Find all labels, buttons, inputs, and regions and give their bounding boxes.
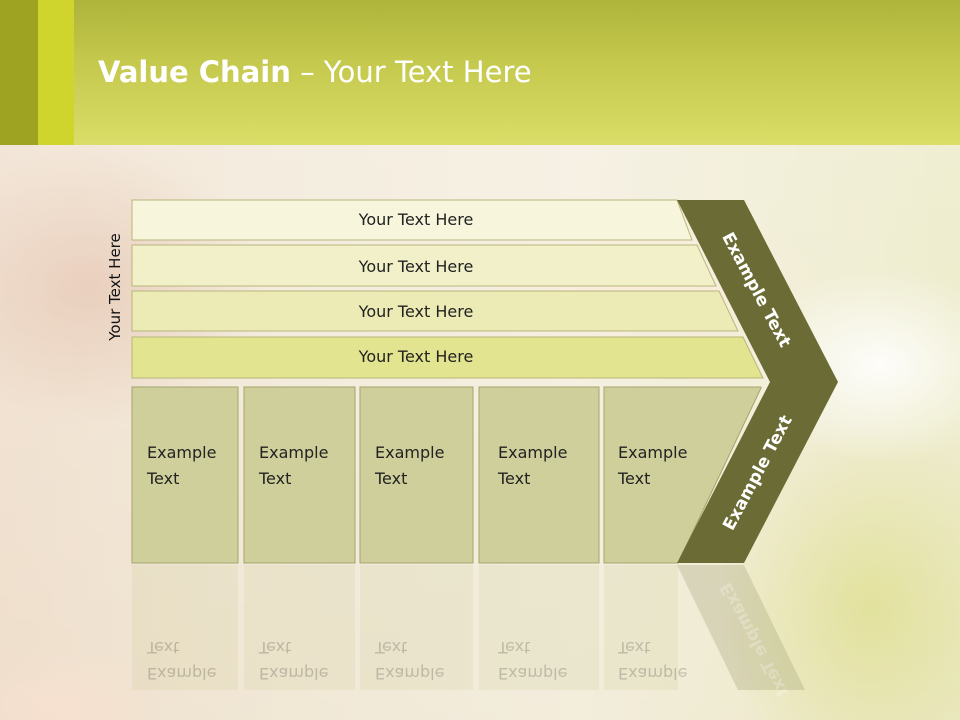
bar-1 bbox=[131, 199, 693, 241]
slide-title: Value Chain – Your Text Here bbox=[98, 52, 532, 92]
slide-title-rest: – Your Text Here bbox=[290, 55, 532, 89]
boxes-reflection bbox=[132, 565, 678, 690]
box-3-label-reflection: Example Text bbox=[375, 638, 445, 683]
box-1-label: Example Text bbox=[147, 443, 217, 488]
bar-2 bbox=[131, 244, 717, 287]
box-1-label-reflection: Example Text bbox=[147, 638, 217, 683]
box-4-label: Example Text bbox=[498, 443, 568, 488]
slide-title-bold: Value Chain bbox=[98, 55, 291, 89]
box-3 bbox=[359, 386, 474, 564]
box-5-label-reflection: Example Text bbox=[618, 638, 688, 683]
box-2 bbox=[243, 386, 356, 564]
header-band: Value Chain – Your Text Here bbox=[0, 0, 960, 145]
bar-4-label: Your Text Here bbox=[358, 347, 474, 366]
bar-4 bbox=[131, 336, 764, 379]
chevron-shape bbox=[677, 200, 838, 563]
header-stripe-dark bbox=[0, 0, 38, 145]
box-4-label-reflection: Example Text bbox=[498, 638, 568, 683]
bar-3 bbox=[131, 290, 739, 332]
bar-3-label: Your Text Here bbox=[358, 302, 474, 321]
box-2-label: Example Text bbox=[259, 443, 329, 488]
chevron-reflection bbox=[677, 565, 805, 690]
box-2-label-reflection: Example Text bbox=[259, 638, 329, 683]
box-4 bbox=[478, 386, 600, 564]
box-5 bbox=[603, 386, 762, 564]
box-5-label: Example Text bbox=[618, 443, 688, 488]
bar-1-label: Your Text Here bbox=[358, 210, 474, 229]
box-3-label: Example Text bbox=[375, 443, 445, 488]
bar-2-label: Your Text Here bbox=[358, 257, 474, 276]
header-stripe-light bbox=[38, 0, 74, 145]
box-1 bbox=[131, 386, 239, 564]
